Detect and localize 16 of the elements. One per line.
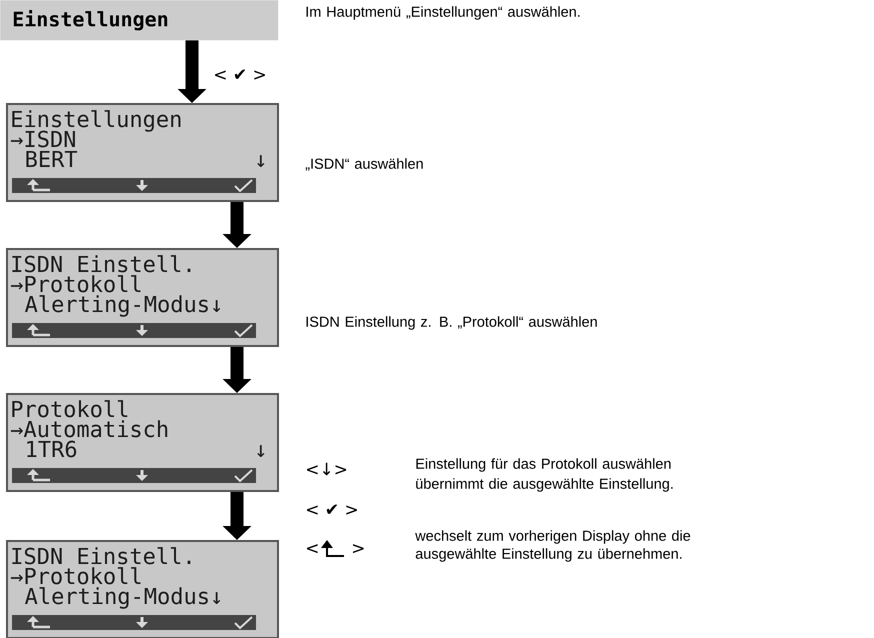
instruction-text: „ISDN“ auswählen <box>306 158 423 171</box>
lcd-screen: ISDN Einstell. →Protokoll Alerting-Modus↓ <box>6 540 279 638</box>
instruction-text: Einstellung für das Protokoll auswählen <box>416 458 671 472</box>
lcd-screen: Einstellungen →ISDN BERT ↓ <box>6 103 279 202</box>
instruction-text: ISDN Einstellung z. B. „Protokoll“ auswählen <box>306 316 597 330</box>
key-symbol: <↓> <box>307 462 346 476</box>
key-symbol: < ✔ > <box>307 504 357 515</box>
key-symbol: > <box>353 544 364 554</box>
instruction-text: wechselt zum vorherigen Display ohne die ausgewählte Einstellung zu übernehmen. <box>415 530 690 562</box>
instruction-text: übernimmt die ausgewählte Einstellung. <box>416 478 673 492</box>
lcd-screen: ISDN Einstell. →Protokoll Alerting-Modus↓ <box>6 248 279 347</box>
instruction-text: Im Hauptmenü „Einstellungen“ auswählen. <box>306 6 580 20</box>
edge-label: < ✔ > <box>212 68 268 82</box>
key-symbol: < <box>307 544 318 554</box>
lcd-screen: Protokoll →Automatisch 1TR6 ↓ <box>6 393 279 492</box>
menu-header: Einstellungen <box>0 0 278 40</box>
